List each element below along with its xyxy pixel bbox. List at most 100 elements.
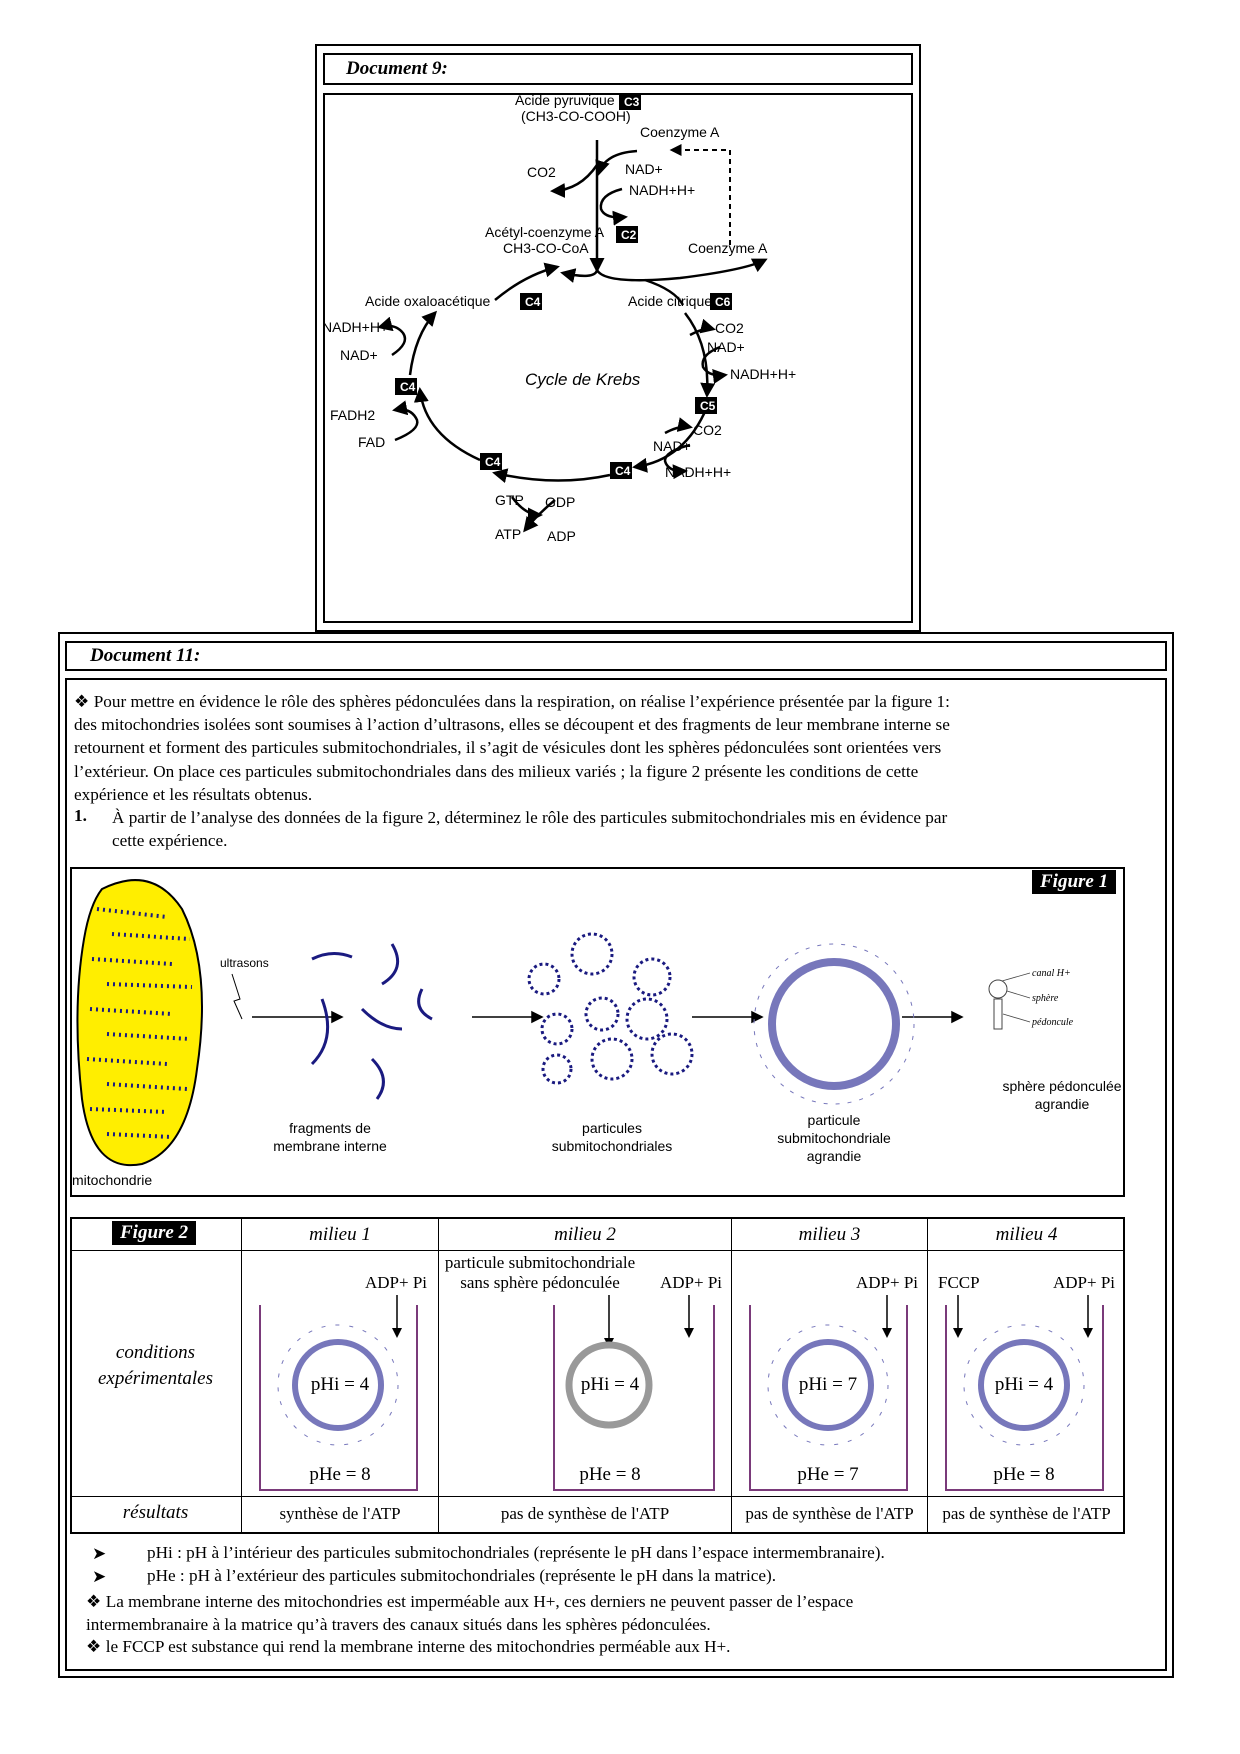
figure-2-label: Figure 2 [112, 1221, 197, 1245]
label-acide-citrique: Acide citrique [628, 293, 712, 309]
note-3-line-2: intermembranaire à la matrice qu’à trave… [86, 1615, 711, 1635]
milieu-3-adp-pi: ADP+ Pi [856, 1273, 919, 1292]
label-cycle-de-krebs: Cycle de Krebs [525, 370, 641, 389]
label-ultrasons: ultrasons [220, 956, 269, 970]
label-fad: FAD [358, 434, 385, 450]
c4-oxalo-badge: C4 [525, 295, 541, 309]
label-particule-agr-1: particule [808, 1112, 861, 1128]
label-right-nadh-1: NADH+H+ [730, 366, 796, 382]
milieu-3-beaker [749, 1295, 908, 1491]
milieu-2-result: pas de synthèse de l'ATP [500, 1504, 670, 1523]
milieu-2-adp-pi: ADP+ Pi [660, 1273, 723, 1292]
milieu-4-adp-pi: ADP+ Pi [1053, 1273, 1116, 1292]
label-particule-agr-3: agrandie [807, 1148, 862, 1164]
label-sphere-ped-2: agrandie [1035, 1096, 1090, 1112]
label-particule-agr-2: submitochondriale [777, 1130, 891, 1146]
note-1: pHi : pH à l’intérieur des particules su… [147, 1543, 885, 1562]
label-right-nadh-2: NADH+H+ [665, 464, 731, 480]
fig2-vline-1 [241, 1217, 242, 1534]
label-fragments-2: membrane interne [273, 1138, 387, 1154]
label-coenzyme-a-top: Coenzyme A [640, 124, 720, 140]
intro-paragraph: ❖ Pour mettre en évidence le rôle des sp… [74, 690, 1166, 806]
intro-line-2: des mitochondries isolées sont soumises … [74, 715, 950, 735]
label-gdp: GDP [545, 494, 575, 510]
fig2-vline-4 [927, 1217, 928, 1534]
question-number: 1. [74, 806, 87, 825]
milieu-1-phi: pHi = 4 [310, 1374, 370, 1395]
note-3: ❖ La membrane interne des mitochondries … [86, 1590, 1158, 1636]
row-results-label: résultats [122, 1502, 189, 1523]
milieu-3-result: pas de synthèse de l'ATP [745, 1504, 914, 1523]
label-particules-1: particules [582, 1120, 642, 1136]
document-9-frame [315, 44, 921, 632]
milieu-1-header: milieu 1 [309, 1224, 371, 1245]
label-canal: canal H+ [1032, 968, 1071, 979]
note-2: pHe : pH à l’extérieur des particules su… [147, 1566, 777, 1585]
question-text: À partir de l’analyse des données de la … [112, 806, 1166, 852]
fig2-hline-header [70, 1250, 1125, 1251]
label-right-nad-2: NAD+ [653, 438, 691, 454]
label-formula-pyruvique: (CH3-CO-COOH) [521, 108, 631, 124]
milieu-2-note-2: sans sphère pédonculée [460, 1273, 620, 1292]
row-conditions-label: conditions expérimentales [70, 1340, 241, 1392]
note-3-line-1: ❖ La membrane interne des mitochondries … [86, 1592, 854, 1611]
milieu-4-beaker [945, 1295, 1104, 1491]
label-mitochondrie: mitochondrie [72, 1172, 152, 1188]
milieu-4-fccp: FCCP [938, 1273, 980, 1292]
note-4: ❖ le FCCP est substance qui rend la memb… [86, 1637, 731, 1656]
intro-line-3: retournent et forment des particules sub… [74, 738, 942, 758]
milieu-4-phe: pHe = 8 [993, 1464, 1055, 1485]
c4-bottom-right-badge: C4 [615, 464, 631, 478]
milieu-1-phe: pHe = 8 [309, 1464, 371, 1485]
figure-1-label: Figure 1 [1032, 870, 1117, 894]
fig2-vline-2 [438, 1217, 439, 1534]
c4-bottom-left-badge: C4 [485, 455, 501, 469]
milieu-1-result: synthèse de l'ATP [279, 1504, 401, 1523]
note-arrow-1: ➤ [92, 1544, 107, 1563]
mitochondrie-shape [76, 879, 203, 1167]
question-line-2: cette expérience. [112, 831, 228, 851]
fig2-hline-results [70, 1496, 1125, 1497]
label-nadh-top: NADH+H+ [629, 182, 695, 198]
krebs-diagram-frame [323, 93, 913, 623]
c2-badge: C2 [621, 228, 637, 242]
label-right-co2-1: CO2 [715, 320, 744, 336]
note-arrow-2: ➤ [92, 1567, 107, 1586]
figure-1-frame [70, 867, 1125, 1197]
milieu-4-result: pas de synthèse de l'ATP [942, 1504, 1111, 1523]
document-9-title: Document 9: [346, 58, 448, 79]
figure-2-table [70, 1217, 1125, 1534]
row-conditions-line-1: conditions [115, 1342, 196, 1363]
milieu-2-phe: pHe = 8 [579, 1464, 641, 1485]
document-11-content-box [65, 678, 1167, 1671]
c4-left-badge: C4 [400, 380, 416, 394]
label-acide-pyruvique: Acide pyruvique [515, 95, 615, 108]
milieu-1-beaker [259, 1295, 418, 1491]
label-formula-acetyl: CH3-CO-CoA [503, 240, 589, 256]
milieu-3-header: milieu 3 [798, 1224, 861, 1245]
row-conditions-line-2: expérimentales [97, 1368, 213, 1389]
document-11-title-box [65, 641, 1167, 671]
intro-line-1: ❖ Pour mettre en évidence le rôle des sp… [74, 692, 950, 711]
label-sphere: sphère [1032, 993, 1059, 1004]
question-line-1: À partir de l’analyse des données de la … [112, 808, 948, 827]
intro-line-5: expérience et les résultats obtenus. [74, 784, 313, 804]
milieu-1-adp-pi: ADP+ Pi [365, 1273, 428, 1292]
label-acetyl-coa: Acétyl-coenzyme A [485, 224, 605, 240]
label-acide-oxalo: Acide oxaloacétique [365, 293, 491, 309]
milieu-2-header: milieu 2 [554, 1224, 616, 1245]
label-pedoncule: pédoncule [1031, 1017, 1074, 1028]
document-11-frame [58, 632, 1174, 1678]
milieu-2-note-1: particule submitochondriale [444, 1253, 636, 1272]
c5-badge: C5 [700, 399, 716, 413]
c3-badge: C3 [624, 95, 640, 109]
figure-1-diagram: mitochondrie ultrasons fragments de memb… [72, 879, 1122, 1188]
milieu-2-beaker [553, 1295, 715, 1491]
document-9-title-box [323, 53, 913, 85]
label-sphere-ped-1: sphère pédonculée [1002, 1078, 1121, 1094]
milieu-2-phi: pHi = 4 [580, 1374, 640, 1395]
milieu-4-phi: pHi = 4 [994, 1374, 1054, 1395]
milieu-3-phe: pHe = 7 [797, 1464, 859, 1485]
c6-badge: C6 [715, 295, 731, 309]
milieu-3-phi: pHi = 7 [798, 1374, 858, 1395]
